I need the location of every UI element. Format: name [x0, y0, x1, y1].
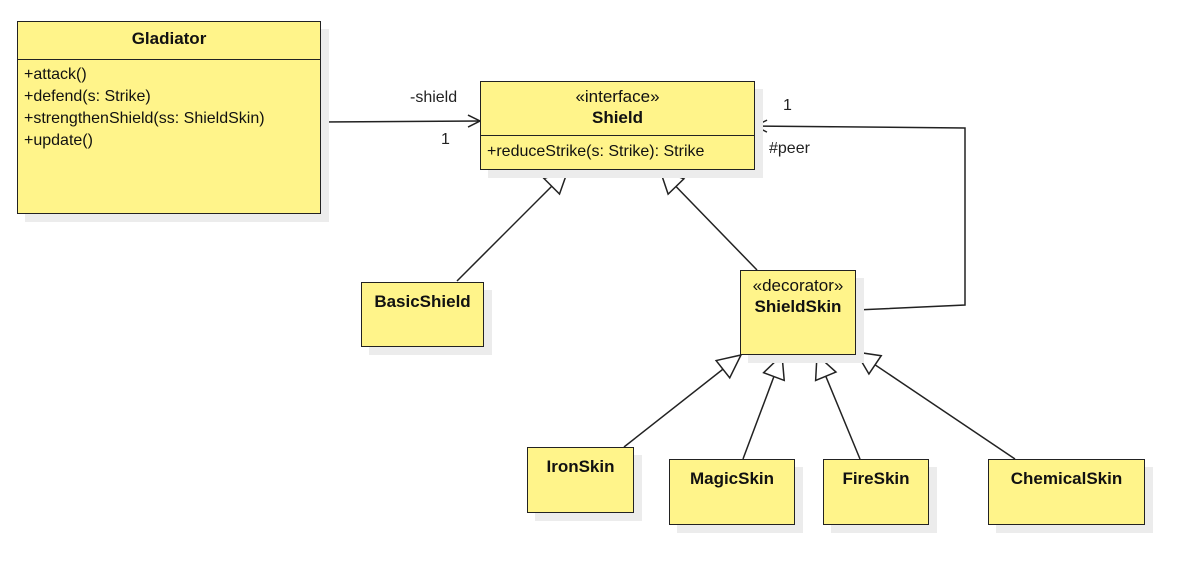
generalization-basicshield — [456, 170, 568, 282]
generalization-chemicalskin — [856, 352, 1016, 460]
class-magic-skin[interactable]: MagicSkin — [669, 459, 795, 525]
operations-list: +reduceStrike(s: Strike): Strike — [481, 136, 754, 167]
operation: +update() — [24, 132, 93, 149]
stereotype: «interface» — [575, 87, 660, 106]
operation: +attack() — [24, 66, 87, 83]
class-shield[interactable]: «interface» Shield +reduceStrike(s: Stri… — [480, 81, 755, 170]
multiplicity-label-peer: 1 — [783, 97, 792, 114]
role-label-peer: #peer — [769, 140, 810, 157]
class-name: ShieldSkin — [754, 297, 842, 316]
class-chemical-skin[interactable]: ChemicalSkin — [988, 459, 1145, 525]
compartment-divider — [481, 135, 754, 136]
operation: +reduceStrike(s: Strike): Strike — [487, 143, 705, 160]
class-basic-shield[interactable]: BasicShield — [361, 282, 484, 347]
class-shield-skin[interactable]: «decorator» ShieldSkin — [740, 270, 856, 355]
class-name: IronSkin — [546, 457, 615, 476]
compartment-divider — [18, 59, 320, 60]
generalization-shieldskin — [660, 170, 758, 271]
operation: +defend(s: Strike) — [24, 88, 151, 105]
class-name: Shield — [591, 108, 643, 127]
class-fire-skin[interactable]: FireSkin — [823, 459, 929, 525]
stereotype: «decorator» — [752, 276, 844, 295]
generalization-fireskin — [817, 355, 861, 460]
association-gladiator-shield — [320, 121, 480, 122]
operation: +strengthenShield(ss: ShieldSkin) — [24, 110, 265, 127]
role-label-shield: -shield — [410, 89, 458, 106]
generalization-magicskin — [742, 355, 782, 460]
class-name: BasicShield — [374, 292, 471, 311]
generalization-ironskin — [623, 355, 741, 448]
class-name: MagicSkin — [689, 469, 775, 488]
class-gladiator[interactable]: Gladiator +attack() +defend(s: Strike) +… — [17, 21, 321, 214]
operations-list: +attack() +defend(s: Strike) +strengthen… — [18, 60, 320, 156]
class-name: ChemicalSkin — [1010, 469, 1123, 488]
class-iron-skin[interactable]: IronSkin — [527, 447, 634, 513]
association-peer — [755, 126, 966, 311]
class-name: Gladiator — [131, 29, 207, 48]
class-name: FireSkin — [842, 469, 910, 488]
multiplicity-label-shield: 1 — [441, 131, 450, 148]
